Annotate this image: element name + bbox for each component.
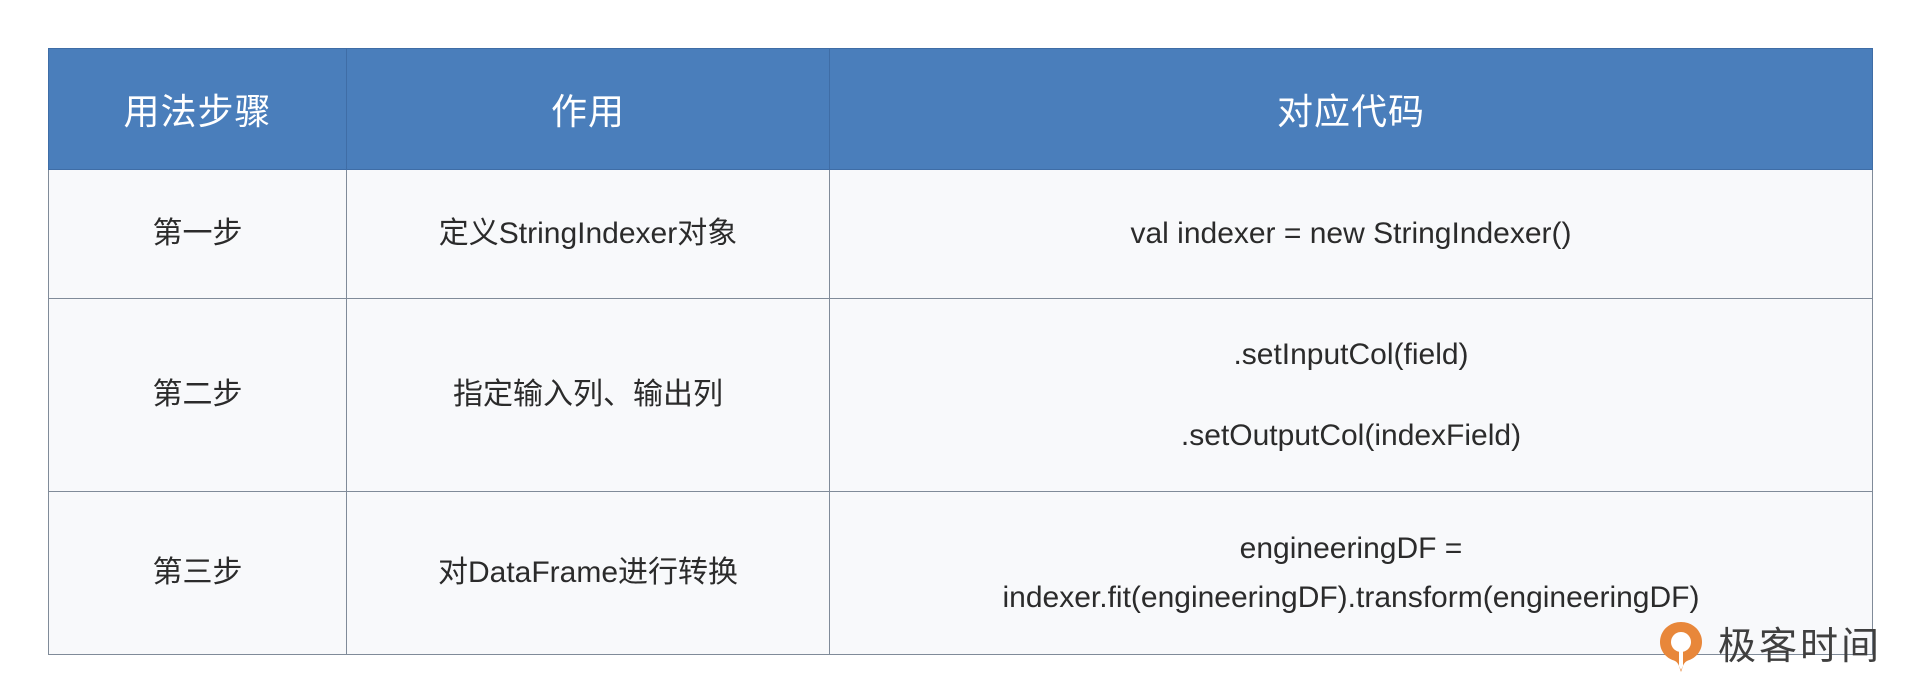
cell-code: val indexer = new StringIndexer() xyxy=(829,169,1873,299)
cell-purpose: 定义StringIndexer对象 xyxy=(346,169,830,299)
usage-table-container: 用法步骤 作用 对应代码 第一步 定义StringIndexer对象 val i… xyxy=(48,48,1873,655)
code-line: indexer.fit(engineeringDF).transform(eng… xyxy=(1002,581,1700,614)
column-header-step: 用法步骤 xyxy=(48,48,347,170)
usage-table: 用法步骤 作用 对应代码 第一步 定义StringIndexer对象 val i… xyxy=(48,48,1873,655)
code-line: engineeringDF = xyxy=(1239,531,1463,565)
brand-name: 极客时间 xyxy=(1717,626,1882,668)
code-line: .setInputCol(field) xyxy=(1233,337,1469,371)
table-header: 用法步骤 作用 对应代码 xyxy=(48,48,1873,170)
brand-watermark: 极客时间 xyxy=(1658,621,1882,673)
table-row: 第二步 指定输入列、输出列 .setInputCol(field) .setOu… xyxy=(48,298,1873,492)
geektime-logo-icon xyxy=(1658,621,1704,673)
table-row: 第三步 对DataFrame进行转换 engineeringDF = index… xyxy=(48,491,1873,655)
cell-code: engineeringDF = indexer.fit(engineeringD… xyxy=(829,491,1873,655)
table-row: 第一步 定义StringIndexer对象 val indexer = new … xyxy=(48,169,1873,299)
code-line: .setOutputCol(indexField) xyxy=(1180,419,1522,452)
table-header-row: 用法步骤 作用 对应代码 xyxy=(48,48,1873,170)
cell-purpose: 指定输入列、输出列 xyxy=(346,298,830,492)
cell-code: .setInputCol(field) .setOutputCol(indexF… xyxy=(829,298,1873,492)
table-body: 第一步 定义StringIndexer对象 val indexer = new … xyxy=(48,169,1873,655)
cell-step: 第三步 xyxy=(48,491,347,655)
column-header-code: 对应代码 xyxy=(829,48,1873,170)
cell-step: 第一步 xyxy=(48,169,347,299)
cell-purpose: 对DataFrame进行转换 xyxy=(346,491,830,655)
column-header-purpose: 作用 xyxy=(346,48,830,170)
code-line: val indexer = new StringIndexer() xyxy=(1130,217,1572,251)
cell-step: 第二步 xyxy=(48,298,347,492)
